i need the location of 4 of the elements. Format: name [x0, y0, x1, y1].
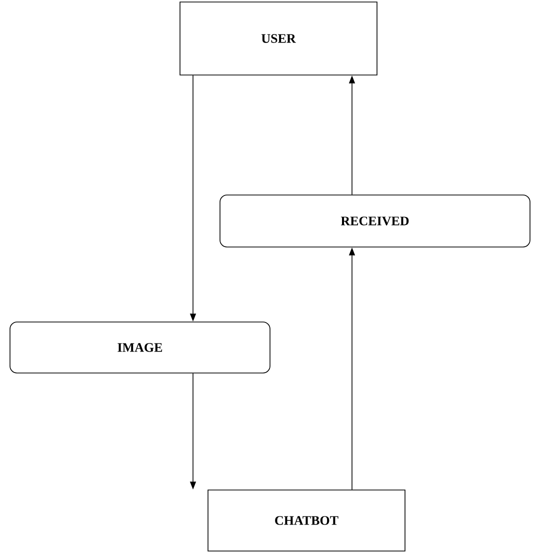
process-box: USER	[180, 2, 378, 76]
rounded-box: RECEIVED	[220, 194, 530, 248]
process-box: CHATBOT	[208, 490, 406, 552]
rounded-box: IMAGE	[10, 322, 270, 374]
